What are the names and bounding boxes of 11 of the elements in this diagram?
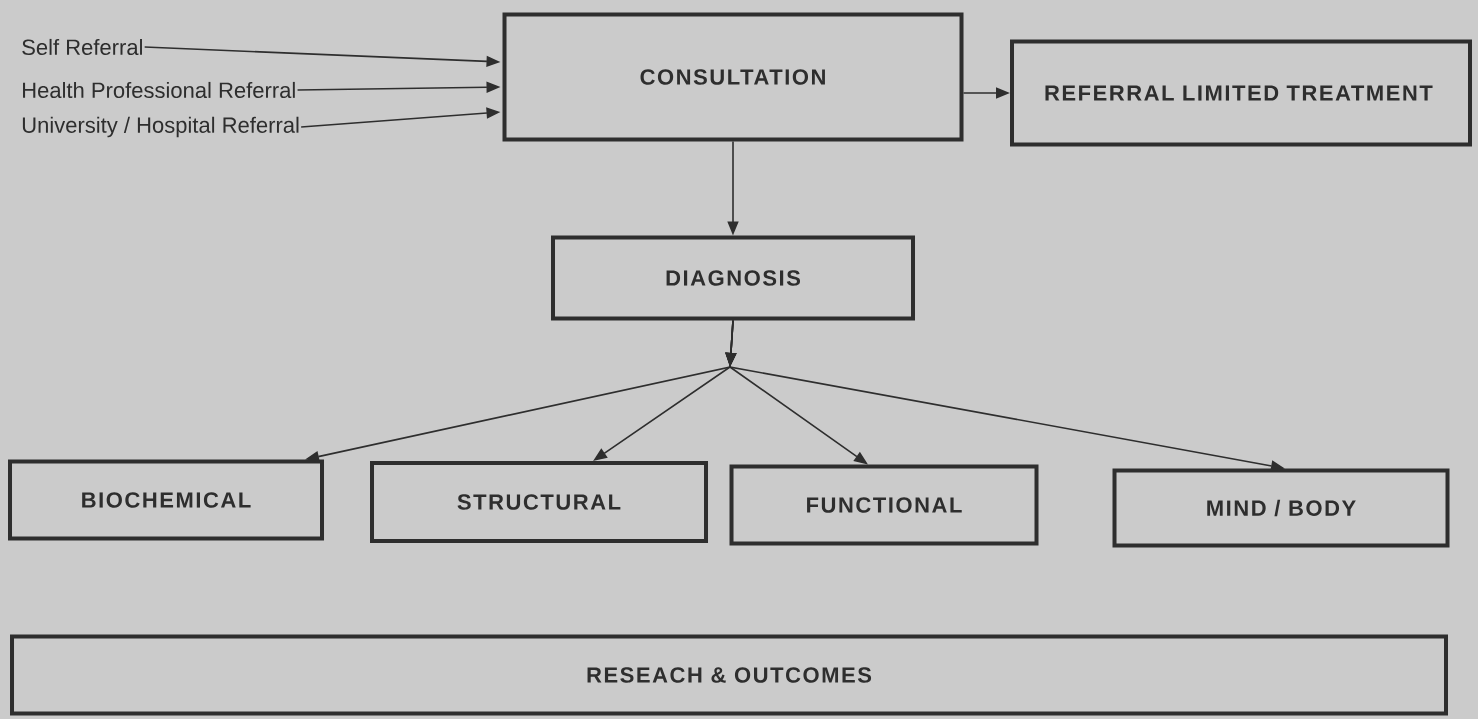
process-box: DIAGNOSIS	[551, 235, 915, 321]
process-box: STRUCTURAL	[370, 461, 708, 543]
referral-label: Self Referral	[22, 38, 142, 56]
process-box: CONSULTATION	[502, 12, 964, 142]
process-box: MIND / BODY	[1112, 468, 1450, 548]
referral-label: Health Professional Referral	[23, 81, 295, 99]
process-box: FUNCTIONAL	[729, 464, 1039, 546]
referral-label: University / Hospital Referral	[22, 116, 299, 138]
process-box: RESEACH & OUTCOMES	[10, 634, 1448, 716]
process-box: REFERRAL LIMITED TREATMENT	[1010, 39, 1472, 147]
process-box: BIOCHEMICAL	[8, 459, 324, 541]
